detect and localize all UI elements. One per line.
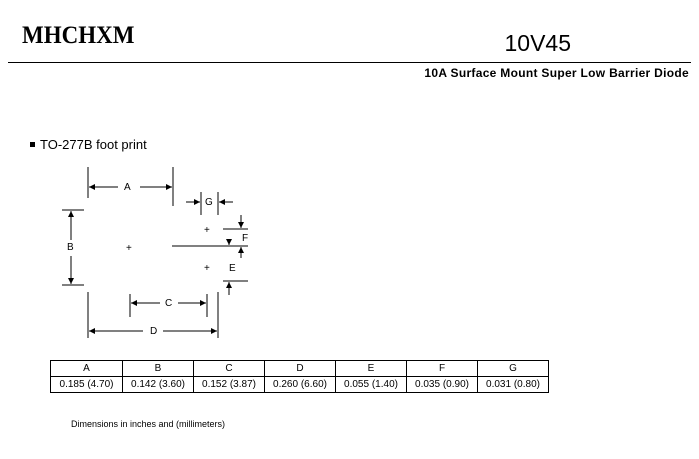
label-e: E — [229, 263, 236, 274]
table-cell: 0.055 (1.40) — [335, 376, 407, 393]
label-c: C — [165, 298, 172, 309]
table-header-cell: F — [406, 360, 478, 377]
table-row: 0.185 (4.70) 0.142 (3.60) 0.152 (3.87) 0… — [50, 376, 549, 393]
table-cell: 0.142 (3.60) — [122, 376, 194, 393]
product-subtitle: 10A Surface Mount Super Low Barrier Diod… — [424, 66, 689, 80]
pad-center-mark-bottom: + — [204, 263, 210, 274]
pad-center-mark-large: + — [126, 243, 132, 254]
table-header-cell: G — [477, 360, 549, 377]
table-cell: 0.035 (0.90) — [406, 376, 478, 393]
bullet-icon — [30, 142, 35, 148]
table-header-cell: A — [50, 360, 123, 377]
dimensions-table: A B C D E F G 0.185 (4.70) 0.142 (3.60) … — [50, 360, 549, 393]
table-cell: 0.185 (4.70) — [50, 376, 123, 393]
table-header-cell: C — [193, 360, 265, 377]
table-cell: 0.152 (3.87) — [193, 376, 265, 393]
label-b: B — [67, 242, 74, 253]
section-title: TO-277B foot print — [30, 137, 147, 152]
section-title-text: TO-277B foot print — [40, 137, 147, 152]
table-header-cell: B — [122, 360, 194, 377]
label-f: F — [242, 233, 248, 244]
label-a: A — [124, 182, 131, 193]
brand-logo: MHCHXM — [22, 22, 135, 49]
label-g: G — [205, 197, 213, 208]
dimensions-note: Dimensions in inches and (millimeters) — [71, 419, 226, 429]
table-header-cell: D — [264, 360, 336, 377]
part-number: 10V45 — [504, 30, 571, 56]
pad-center-mark-top: + — [204, 225, 210, 236]
table-header-cell: E — [335, 360, 407, 377]
table-cell: 0.260 (6.60) — [264, 376, 336, 393]
header-divider — [8, 62, 691, 63]
table-cell: 0.031 (0.80) — [477, 376, 549, 393]
table-header-row: A B C D E F G — [50, 360, 549, 377]
label-d: D — [150, 326, 157, 337]
